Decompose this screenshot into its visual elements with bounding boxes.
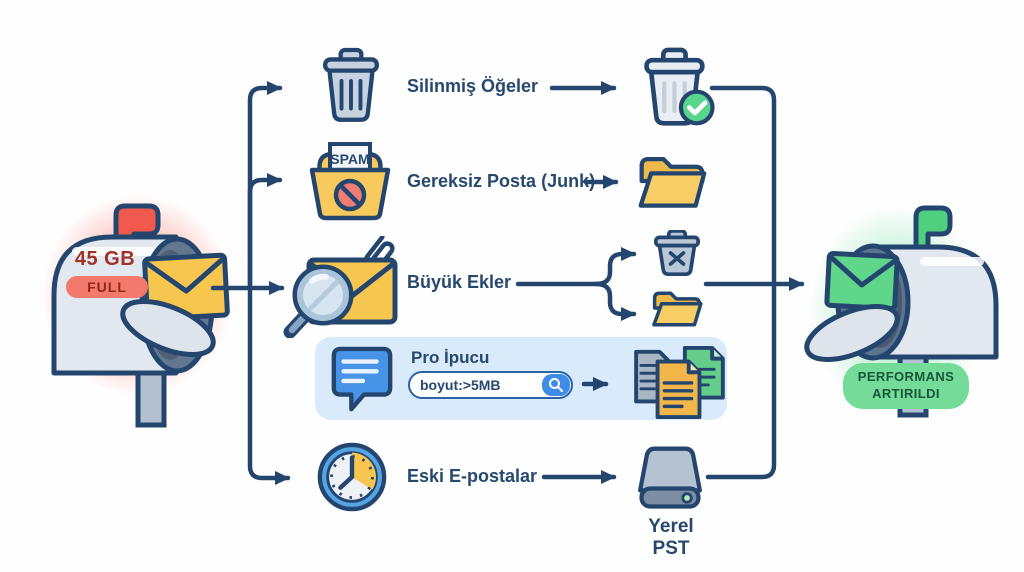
folder-icon — [638, 157, 707, 208]
trash-check-icon — [644, 47, 715, 126]
full-mailbox-icon — [51, 203, 230, 428]
full-status-badge: FULL — [66, 276, 148, 298]
search-button[interactable] — [542, 374, 570, 396]
spam-tag-text: SPAM — [330, 151, 369, 167]
local-pst-label: Yerel PST — [648, 516, 694, 559]
chat-bubble-icon — [331, 346, 393, 412]
hard-drive-icon — [638, 446, 702, 509]
attachment-search-icon — [283, 236, 398, 338]
search-icon — [549, 378, 563, 392]
clock-icon — [317, 442, 387, 512]
magnifier-icon — [283, 264, 354, 338]
performance-badge: PERFORMANS ARTIRILDI — [843, 363, 969, 409]
archive-option-folder-icon — [652, 291, 703, 327]
source-mailbox-illustration — [40, 185, 250, 435]
spam-folder-icon: SPAM — [309, 142, 391, 221]
old-emails-label: Eski E-postalar — [407, 466, 538, 486]
trash-icon — [323, 47, 379, 122]
protip-title: Pro İpucu — [411, 348, 490, 367]
performance-badge-line2: ARTIRILDI — [872, 385, 940, 401]
search-field-group — [408, 371, 573, 399]
deleted-items-label: Silinmiş Öğeler — [407, 76, 539, 96]
performance-badge-line1: PERFORMANS — [857, 369, 955, 384]
mailbox-size-label: 45 GB — [74, 248, 136, 270]
large-attachments-label: Büyük Ekler — [407, 272, 512, 292]
delete-option-trash-icon — [654, 230, 700, 276]
documents-icon — [634, 345, 725, 420]
junk-mail-label: Gereksiz Posta (Junk) — [407, 171, 596, 191]
